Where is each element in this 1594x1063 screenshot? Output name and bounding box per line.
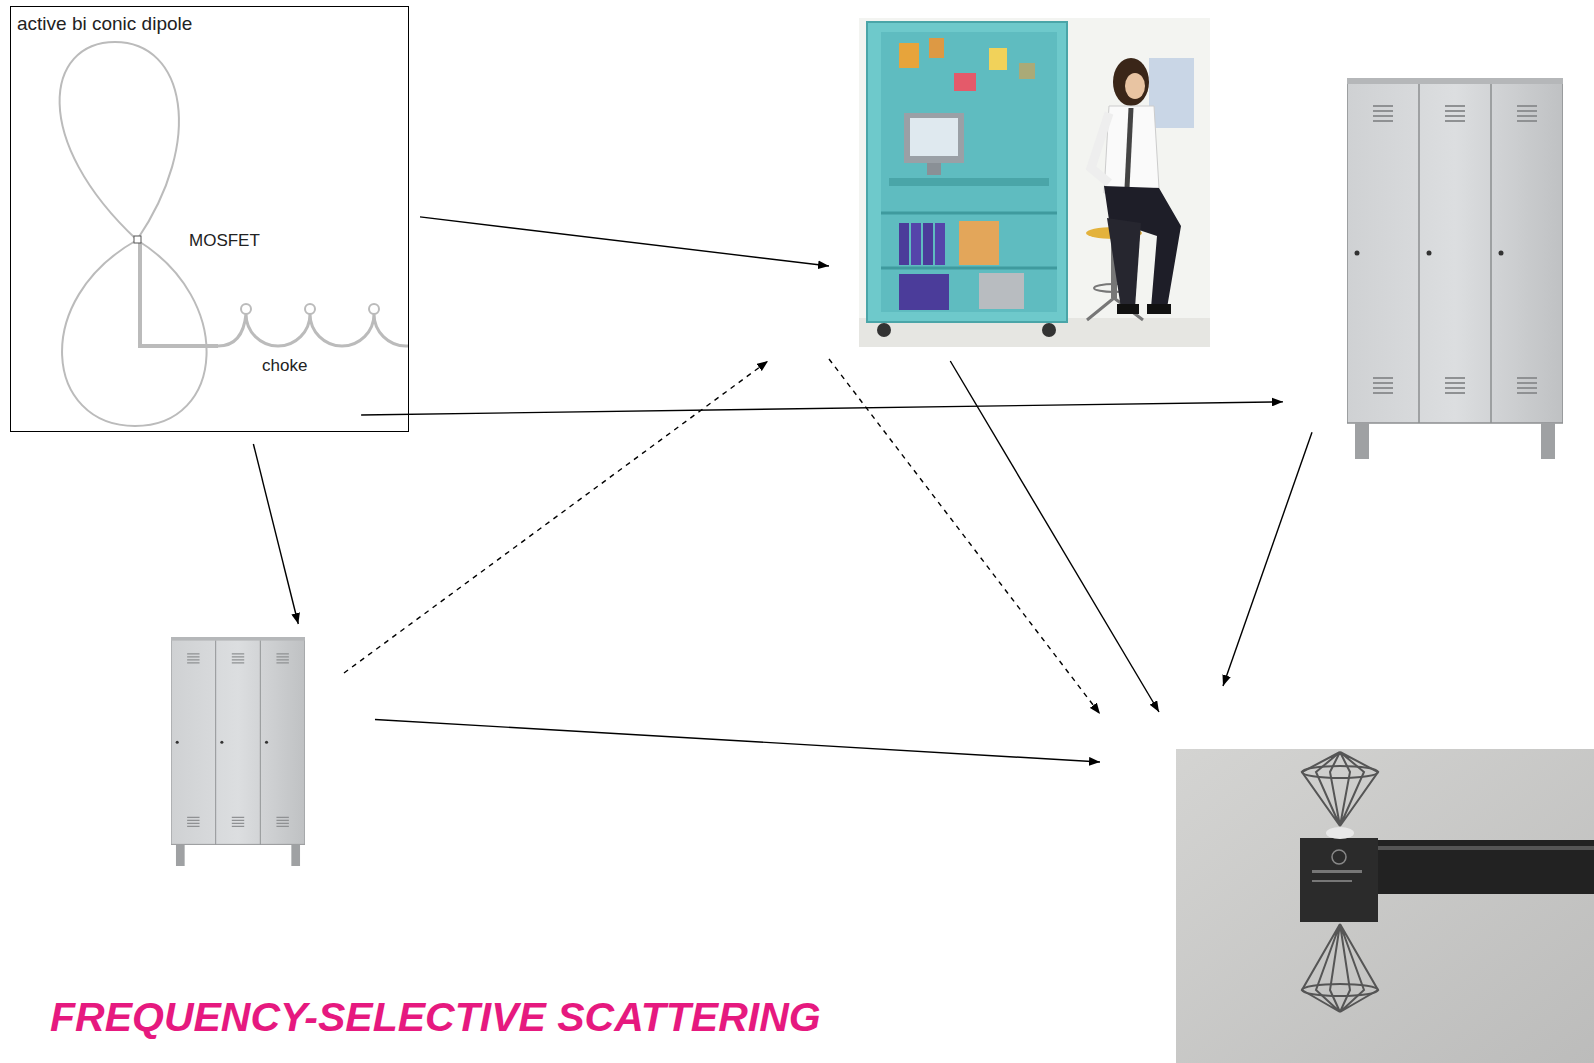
office-cabinet-photo-part <box>989 48 1007 70</box>
biconical-antenna-photo-part <box>1375 846 1594 850</box>
mosfet-symbol <box>134 236 141 243</box>
office-cabinet-photo-part <box>1019 63 1035 79</box>
box-heading: active bi conic dipole <box>17 13 192 35</box>
office-cabinet-photo-part <box>959 221 999 265</box>
locker-photo <box>171 637 305 866</box>
biconical-antenna-photo-part <box>1300 838 1378 922</box>
arrow <box>361 402 1283 415</box>
office-cabinet-photo-part <box>877 323 891 337</box>
office-cabinet-photo-part <box>1125 73 1145 99</box>
cabinet-photo-node <box>859 18 1210 347</box>
locker-photo-node <box>1347 78 1563 459</box>
office-cabinet-photo-part <box>881 32 1057 312</box>
office-cabinet-photo-part <box>1104 186 1181 308</box>
office-cabinet-photo-part <box>899 43 919 68</box>
diagram-title: FREQUENCY-SELECTIVE SCATTERING <box>50 994 821 1041</box>
office-cabinet-photo-part <box>859 18 1210 347</box>
arrow <box>950 361 1159 712</box>
office-cabinet-photo-part <box>954 73 976 91</box>
office-cabinet-photo-part <box>1149 58 1194 128</box>
biconical-antenna-photo-part <box>1302 924 1378 1012</box>
dipole-sketch <box>60 42 408 426</box>
locker-photo-node <box>171 637 305 866</box>
biconical-antenna-photo-part <box>1312 880 1352 882</box>
office-cabinet-photo-part <box>911 223 921 265</box>
locker-photo <box>1347 78 1563 459</box>
biconical-antenna-photo-part <box>1302 766 1378 778</box>
dashed-arrow <box>344 361 768 673</box>
part-label: MOSFET <box>189 231 260 251</box>
office-cabinet-photo-part <box>935 223 945 265</box>
feed-line <box>140 242 218 346</box>
office-cabinet-photo-part <box>910 118 958 156</box>
office-cabinet-photo-part <box>899 274 949 310</box>
office-cabinet-photo-part <box>1107 218 1141 308</box>
office-cabinet-photo-part <box>929 38 944 58</box>
biconical-antenna-photo-part <box>1375 840 1594 894</box>
biconical-antenna-photo-part <box>1326 827 1354 839</box>
office-cabinet-photo-part <box>1042 323 1056 337</box>
office-cabinet-photo-part <box>1147 304 1171 314</box>
arrow <box>375 719 1100 762</box>
lower-cone <box>62 240 207 426</box>
coil-loop <box>241 304 251 314</box>
part-label: choke <box>262 356 307 376</box>
antenna-photo-node <box>1176 749 1594 1063</box>
office-cabinet-photo-part <box>1127 108 1131 188</box>
biconical-antenna-photo-part <box>1176 749 1594 1063</box>
upper-cone <box>60 42 179 240</box>
arrow <box>253 444 298 624</box>
office-cabinet-photo <box>859 18 1210 347</box>
arrow <box>420 217 829 266</box>
office-cabinet-photo-part <box>1091 113 1109 183</box>
office-cabinet-photo-part <box>889 178 1049 186</box>
office-cabinet-photo-part <box>1104 106 1159 193</box>
office-cabinet-photo-part <box>1117 304 1139 314</box>
dashed-arrow <box>829 359 1100 714</box>
biconical-antenna-photo <box>1176 749 1594 1063</box>
biconical-antenna-photo-part <box>1302 984 1378 996</box>
office-cabinet-photo-part <box>927 163 941 175</box>
arrow <box>1223 432 1312 686</box>
biconical-antenna-photo-part <box>1312 870 1362 873</box>
office-cabinet-photo-part <box>867 22 1067 322</box>
office-cabinet-photo-part <box>979 273 1024 309</box>
office-cabinet-photo-part <box>1113 58 1149 106</box>
office-cabinet-photo-part <box>881 213 1057 268</box>
coil-loop <box>305 304 315 314</box>
biconical-antenna-photo-part <box>1302 752 1378 826</box>
choke-coil <box>218 314 408 346</box>
biconical-antenna-photo-part <box>1332 850 1346 864</box>
office-cabinet-photo-part <box>904 113 964 163</box>
antenna-sketch-box: active bi conic dipoleMOSFET choke <box>10 6 409 432</box>
office-cabinet-photo-part <box>923 223 933 265</box>
coil-loop <box>369 304 379 314</box>
office-cabinet-photo-part <box>899 223 909 265</box>
